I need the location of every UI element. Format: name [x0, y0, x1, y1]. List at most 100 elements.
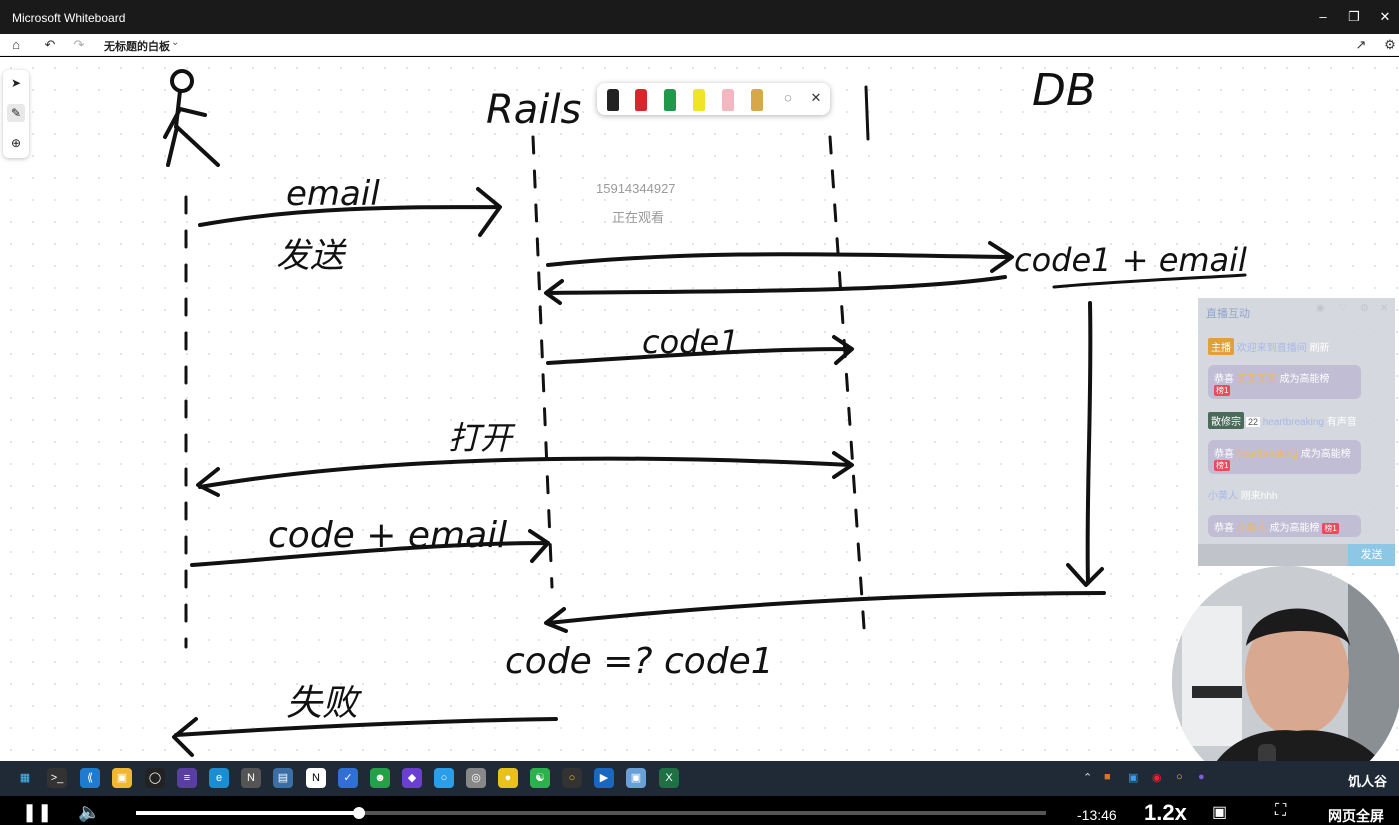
add-icon[interactable]: ⊕ [10, 136, 22, 150]
chevron-up-icon[interactable]: ⌃ [1083, 772, 1093, 784]
gear-icon[interactable]: ⚙ [1384, 37, 1396, 52]
chat-username: 某某某某 [1236, 374, 1277, 385]
chat-text: 成为高能榜 [1300, 449, 1351, 460]
brand-label: 饥人谷 [1348, 774, 1388, 789]
chat-send-button[interactable]: 发送 [1348, 544, 1395, 566]
tray-icon[interactable]: ◉ [1152, 772, 1162, 784]
redo-icon[interactable]: ↷ [73, 37, 85, 52]
file-explorer-icon[interactable]: ▣ [112, 768, 132, 788]
rank-badge: 榜1 [1322, 523, 1339, 534]
chrome-icon[interactable]: ◯ [145, 768, 165, 788]
app-icon[interactable]: ▤ [273, 768, 293, 788]
excel-icon[interactable]: X [659, 768, 679, 788]
picture-in-picture-icon[interactable]: ▣ [1212, 804, 1228, 821]
app-icon[interactable]: ○ [562, 768, 582, 788]
arrow-code-email [190, 529, 550, 567]
tray-icon[interactable]: ○ [1176, 771, 1183, 783]
obsidian-icon[interactable]: ◆ [402, 768, 422, 788]
windows-start-icon[interactable]: ▦ [19, 772, 31, 784]
black-pen-icon[interactable] [607, 89, 619, 111]
level-badge: 22 [1246, 417, 1261, 427]
lock-icon[interactable]: ◉ [1316, 303, 1325, 314]
chat-input[interactable] [1198, 544, 1348, 566]
window-title: Microsoft Whiteboard [12, 11, 126, 25]
notion-icon[interactable]: N [306, 768, 326, 788]
app-icon[interactable]: ≡ [177, 768, 197, 788]
label-rails: Rails [486, 87, 581, 133]
webcam-overlay [1172, 566, 1399, 796]
window-titlebar: Microsoft Whiteboard – ❐ ✕ [0, 0, 1399, 34]
chat-bubble: 恭喜 heartbreaking 成为高能榜 榜1 [1208, 440, 1361, 474]
app-icon[interactable]: ○ [434, 768, 454, 788]
chat-username: heartbreaking [1236, 449, 1298, 460]
chat-text: 刷新 [1309, 343, 1330, 354]
chat-username: 小黄人 [1236, 523, 1267, 534]
pause-icon[interactable]: ❚❚ [22, 802, 53, 822]
presenter-video [1172, 566, 1399, 796]
ruler-icon[interactable] [751, 89, 763, 111]
ink-layer: Rails DB email 发送 code1 + email code1 打开… [163, 65, 1247, 757]
progress-bar[interactable] [136, 807, 1046, 819]
app-icon[interactable]: ▣ [626, 768, 646, 788]
progress-knob[interactable] [352, 807, 365, 819]
tray-icon[interactable]: ▣ [1128, 772, 1139, 784]
todo-icon[interactable]: ✓ [338, 768, 358, 788]
whiteboard-icon[interactable]: ▶ [594, 768, 614, 788]
live-chat-panel: 直播互动 ◉ ♡ ⚙ ✕ 主播 欢迎来到直播间 刷新 恭喜 某某某某 成为高能榜… [1198, 298, 1395, 566]
app-icon[interactable]: ◎ [466, 768, 486, 788]
label-fail: 失败 [286, 683, 363, 724]
chat-prefix: 恭喜 [1214, 374, 1234, 385]
home-icon[interactable]: ⌂ [12, 37, 20, 52]
document-title[interactable]: 无标题的白板 [104, 41, 170, 53]
undo-icon[interactable]: ↶ [44, 37, 56, 52]
fullscreen-icon[interactable]: ⛶ [1275, 802, 1287, 819]
chat-username: heartbreaking [1262, 417, 1324, 428]
app-icon[interactable]: ● [498, 768, 518, 788]
chat-prefix: 恭喜 [1214, 523, 1234, 534]
yellow-highlighter-icon[interactable] [693, 89, 705, 111]
tray-icon[interactable]: ● [1198, 771, 1205, 783]
heart-icon[interactable]: ♡ [1338, 303, 1347, 314]
red-pen-icon[interactable] [635, 89, 647, 111]
green-pen-icon[interactable] [664, 89, 676, 111]
remaining-time: -13:46 [1077, 807, 1117, 823]
notepad-icon[interactable]: N [241, 768, 261, 788]
chat-tag: 散修宗 [1208, 412, 1244, 429]
volume-icon[interactable]: 🔈 [78, 802, 101, 822]
os-taskbar: ▦ >_ ⟪ ▣ ◯ ≡ e N ▤ N ✓ ☻ ◆ ○ ◎ ● ☯ ○ ▶ ▣… [0, 761, 1399, 796]
wechat-icon[interactable]: ☯ [530, 768, 550, 788]
watermark-text: 正在观看 [612, 210, 665, 225]
eraser-icon[interactable] [722, 89, 734, 111]
edge-icon[interactable]: e [209, 768, 229, 788]
vscode-icon[interactable]: ⟪ [80, 768, 100, 788]
chevron-down-icon[interactable]: ⌄ [171, 37, 180, 48]
close-icon[interactable]: ✕ [810, 90, 822, 105]
restore-icon[interactable]: ❐ [1348, 9, 1360, 24]
arrow-return [544, 591, 1106, 633]
label-open: 打开 [448, 419, 516, 457]
page-fullscreen-button[interactable]: 网页全屏 [1328, 808, 1384, 824]
arrow-from-db [544, 275, 1007, 305]
pen-palette: ◌ ✕ [597, 83, 830, 115]
app-icon[interactable]: ☻ [370, 768, 390, 788]
chat-tag: 主播 [1208, 338, 1234, 355]
close-icon[interactable]: ✕ [1380, 303, 1389, 314]
minimize-icon[interactable]: – [1319, 9, 1327, 24]
close-icon[interactable]: ✕ [1379, 9, 1391, 24]
arrow-fail [172, 717, 558, 757]
select-pointer-icon[interactable]: ➤ [10, 76, 22, 90]
arrow-open [196, 451, 854, 497]
lasso-icon[interactable]: ◌ [784, 90, 792, 105]
label-send: 发送 [276, 236, 347, 276]
chat-bubble: 恭喜 小黄人 成为高能榜 榜1 [1208, 515, 1361, 537]
whiteboard-canvas[interactable]: Rails DB email 发送 code1 + email code1 打开… [0, 57, 1399, 761]
terminal-icon[interactable]: >_ [47, 768, 67, 788]
share-icon[interactable]: ↗ [1355, 37, 1367, 52]
playback-speed[interactable]: 1.2x [1144, 800, 1187, 825]
chat-prefix: 恭喜 [1214, 449, 1234, 460]
settings-icon[interactable]: ⚙ [1360, 303, 1369, 314]
pen-tool-icon[interactable]: ✎ [7, 104, 25, 122]
rank-badge: 榜1 [1214, 385, 1231, 396]
tray-icon[interactable]: ■ [1104, 771, 1111, 783]
